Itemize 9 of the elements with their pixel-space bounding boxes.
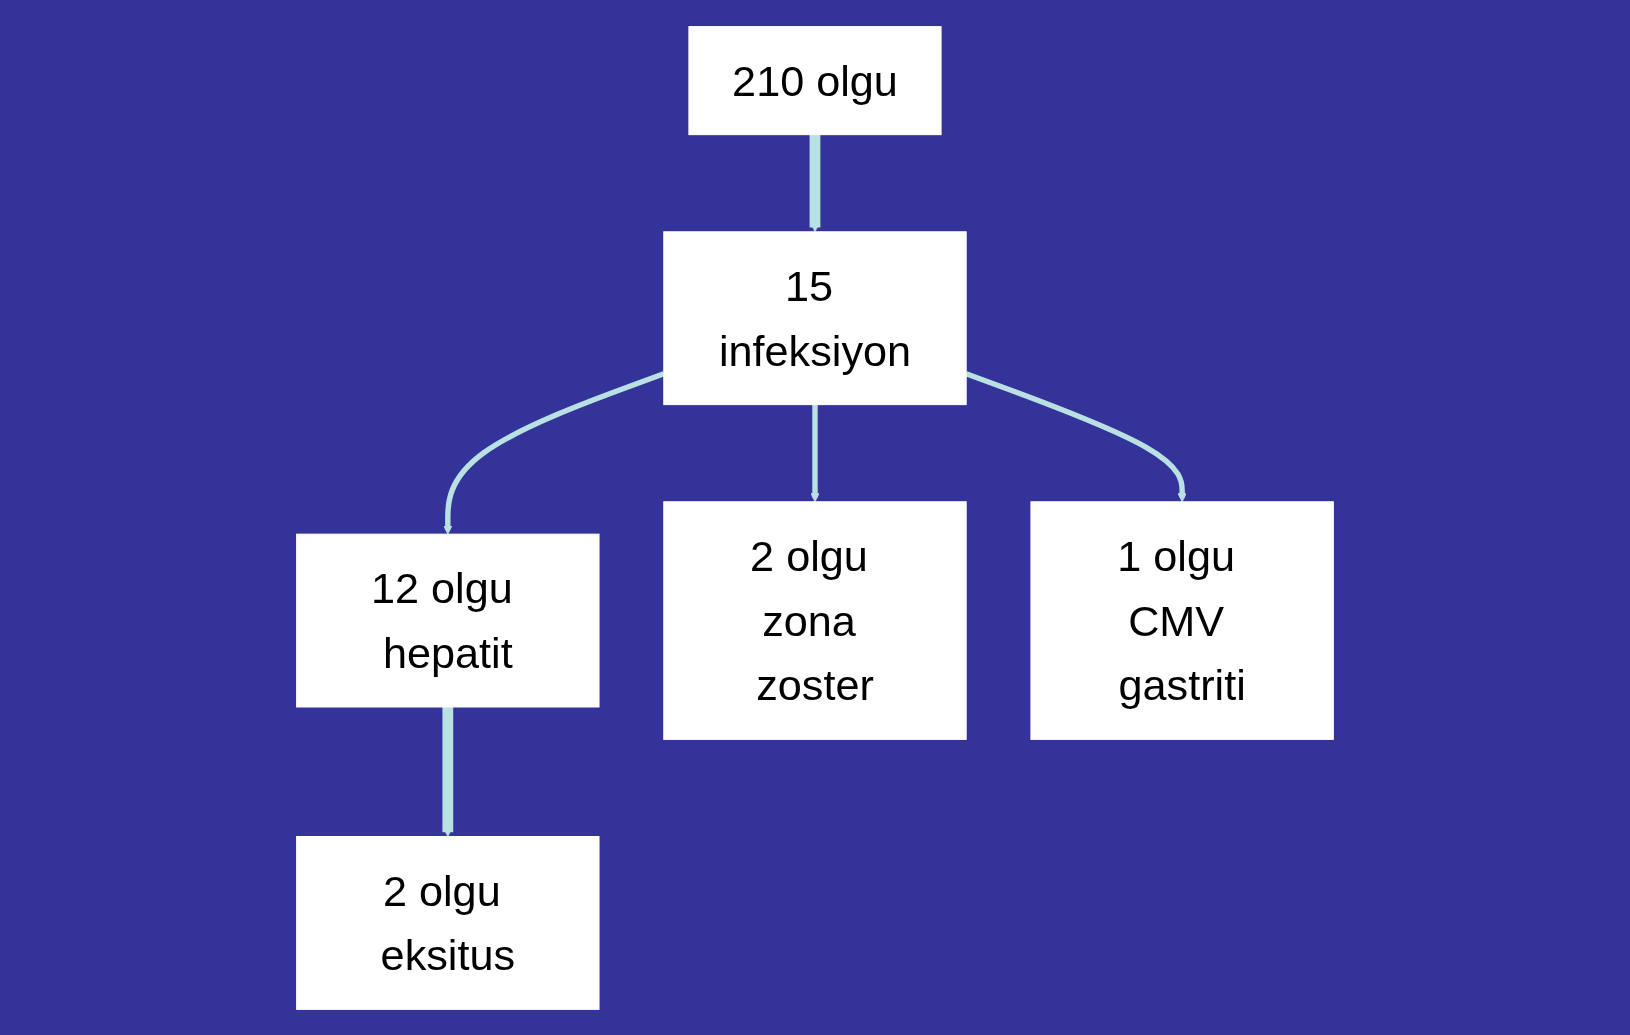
arrow [809, 134, 821, 232]
node-box: 1 olgu CMV gastriti [1030, 500, 1334, 740]
node-box: 2 olgu zona zoster [663, 500, 967, 740]
node-box: 12 olgu hepatit [296, 533, 600, 707]
arrow [810, 404, 820, 502]
node-box: 210 olgu [688, 25, 942, 135]
node-box: 15 infeksiyon [663, 230, 967, 405]
node-box: 2 olgu eksitus [296, 835, 600, 1010]
arrow [442, 706, 454, 837]
